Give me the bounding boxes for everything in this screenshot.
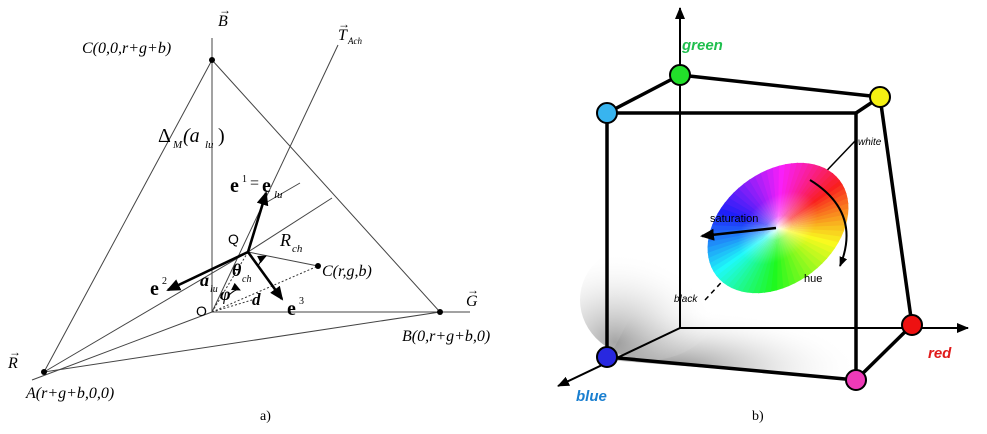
hue-wedge <box>770 228 778 292</box>
saturation-arrow <box>700 226 777 241</box>
label-c-rgb: C(r,g,b) <box>322 263 372 280</box>
label-delta-close: ) <box>218 125 225 147</box>
label-equals: = <box>250 175 259 192</box>
label-axis-r: R <box>7 355 18 372</box>
triangle-inner-line-a <box>43 251 249 373</box>
label-c-top: C(0,0,r+g+b) <box>82 40 171 57</box>
label-theta-sub: ch <box>242 274 251 285</box>
label-rch: R <box>279 230 291 250</box>
hue-wedge <box>778 163 793 228</box>
arrow-glyph-r: → <box>9 345 21 359</box>
point-c-top <box>209 57 215 63</box>
label-white: white <box>858 137 882 148</box>
dotted-o-e3 <box>211 299 253 313</box>
label-e3: e <box>287 298 296 320</box>
label-theta: θ <box>232 260 242 280</box>
point-a <box>41 369 47 375</box>
label-axis-t-sub: Ach <box>347 36 362 46</box>
dotted-o-c <box>211 265 319 313</box>
caption-b: b) <box>752 409 764 424</box>
label-delta-arg-sub: lu <box>205 139 214 151</box>
label-red: red <box>928 345 952 362</box>
vertex-cyan <box>596 102 618 124</box>
hue-arrow <box>809 179 848 267</box>
vector-e3 <box>246 251 284 301</box>
label-saturation: saturation <box>710 213 758 225</box>
label-e2-sup: 2 <box>162 276 167 287</box>
label-e2: e <box>150 278 159 300</box>
label-e1-sup: 1 <box>242 174 247 185</box>
label-green: green <box>681 37 723 54</box>
triangle-inner-line-d <box>261 182 301 206</box>
label-d: d <box>252 290 261 309</box>
chromatic-triangle <box>43 59 441 373</box>
arrow-glyph-g: → <box>467 283 479 297</box>
label-o: O <box>196 303 207 319</box>
label-b-right: B(0,r+g+b,0) <box>402 328 490 345</box>
label-delta-arg: (a <box>183 125 200 147</box>
label-e1: e <box>230 175 239 197</box>
figure-a-tetrahedron: B → T Ach → G → R → C(0,0,r+g+b) B(0,r+g… <box>7 3 490 424</box>
vector-e1 <box>246 191 269 253</box>
vertex-green <box>669 64 691 86</box>
arc-phi <box>227 282 241 297</box>
point-b <box>437 309 443 315</box>
caption-a: a) <box>260 409 271 424</box>
label-axis-b: B <box>218 13 228 30</box>
axis-t-ach <box>211 44 339 313</box>
label-q: Q <box>228 231 239 247</box>
hue-wedge <box>763 228 778 293</box>
hue-wedge <box>778 164 786 228</box>
label-e3-sup: 3 <box>299 296 304 307</box>
label-rch-sub: ch <box>292 243 303 255</box>
label-blue: blue <box>576 388 607 405</box>
hue-disk-center-glow <box>738 191 818 265</box>
arrow-glyph-b: → <box>219 3 231 17</box>
vertex-blue <box>596 346 618 368</box>
label-elu-sub: lu <box>274 189 283 201</box>
vertex-red <box>901 314 923 336</box>
arrow-glyph-t: → <box>338 17 350 31</box>
vertex-magenta <box>845 369 867 391</box>
axis-r <box>31 311 213 381</box>
vertex-yellow <box>869 86 891 108</box>
label-phi: φ <box>220 284 231 304</box>
triangle-inner-line-b <box>247 197 333 253</box>
cube-edges <box>605 73 914 382</box>
label-a-left: A(r+g+b,0,0) <box>25 385 114 402</box>
line-q-to-c <box>247 251 319 267</box>
vector-e2 <box>166 250 249 292</box>
figure-b-rgb-cube: green red blue white black saturation hu… <box>557 7 969 424</box>
cube-shadow-blur <box>580 240 720 360</box>
arc-theta <box>257 255 267 267</box>
label-axis-t: T <box>338 27 348 44</box>
point-c-rgb <box>315 263 321 269</box>
label-axis-g: G <box>466 293 478 310</box>
label-elu: e <box>262 175 271 197</box>
label-delta: Δ <box>158 125 171 147</box>
label-a: a <box>200 270 209 290</box>
label-a-sub: lu <box>210 284 218 295</box>
label-hue: hue <box>804 273 822 285</box>
label-black: black <box>674 294 698 305</box>
label-delta-sub: M <box>172 139 183 151</box>
